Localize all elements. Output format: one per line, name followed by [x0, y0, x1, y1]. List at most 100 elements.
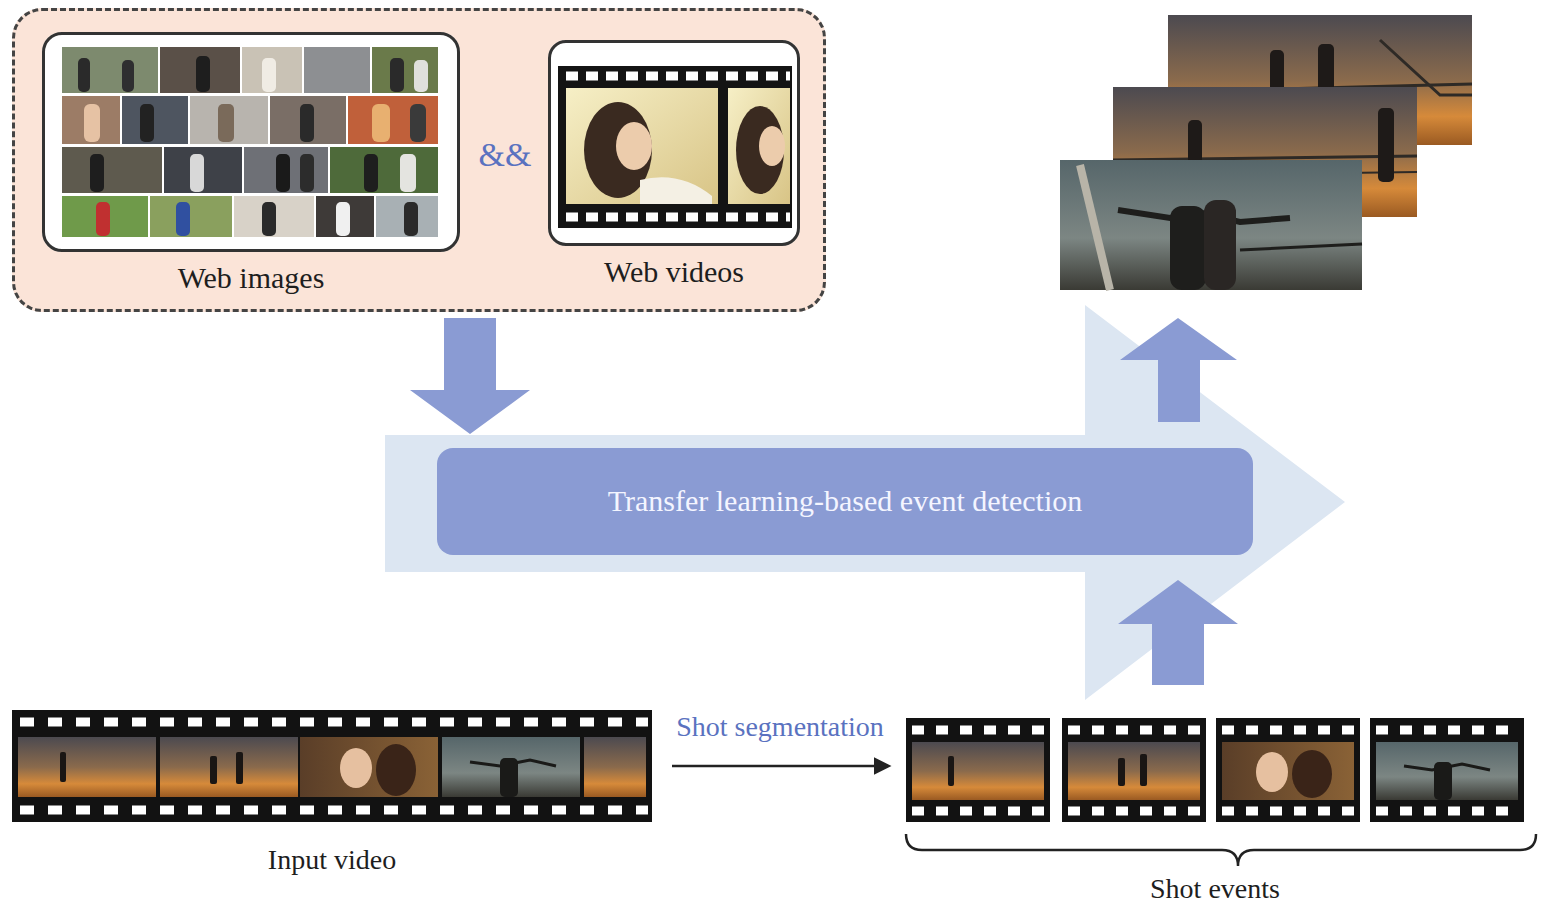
block-arrow	[1118, 580, 1238, 685]
film-frame	[584, 737, 646, 797]
person-figure	[218, 104, 234, 142]
person-figure	[336, 202, 350, 236]
photo-tile	[372, 47, 438, 93]
film-frame	[728, 88, 790, 204]
filmstrip-area: Shot events	[906, 718, 1524, 822]
person-figure	[90, 154, 104, 192]
photo-tile	[330, 147, 438, 193]
photo-tile	[62, 196, 148, 237]
sprocket-holes	[20, 806, 648, 815]
box-ground	[548, 40, 800, 246]
sprocket-holes	[1376, 726, 1520, 735]
image-set-box: Web images	[42, 32, 460, 252]
photo-tile	[242, 47, 302, 93]
photo-tile	[234, 196, 314, 237]
face-shape	[340, 748, 372, 788]
hair-shape	[736, 106, 784, 194]
person-figure	[1170, 206, 1206, 290]
film-frame	[442, 737, 580, 797]
hair-shape	[376, 744, 416, 796]
photo-tile	[160, 47, 240, 93]
face-shape	[616, 122, 652, 170]
process-box: Transfer learning-based event detection	[437, 448, 1253, 555]
film-frame	[160, 737, 298, 797]
ship-rigging	[1380, 40, 1472, 95]
photo-tile	[62, 147, 162, 193]
filmstrip-area: Input video	[12, 710, 652, 822]
video-set-box: Web videos	[548, 40, 800, 246]
person-figure	[1204, 200, 1236, 290]
block-arrow	[410, 318, 530, 434]
sprocket-holes	[1068, 807, 1204, 816]
photo-tile	[164, 147, 242, 193]
film-base	[12, 710, 652, 822]
edge-label: Shot segmentation	[670, 708, 890, 746]
sprocket-holes	[566, 213, 790, 222]
person-figure	[84, 104, 100, 142]
film-frame	[18, 737, 156, 797]
photo-tile	[62, 47, 158, 93]
film-frame	[1068, 742, 1200, 800]
person-figure	[96, 202, 110, 236]
person-figure	[262, 58, 276, 92]
person-figure	[236, 752, 243, 784]
film-base	[906, 718, 1050, 822]
group-panel: &&Web imagesWeb videos	[12, 8, 826, 312]
ship-bow	[1080, 165, 1110, 290]
person-figure	[190, 154, 204, 192]
person-figure	[300, 154, 314, 192]
strip-caption: Shot events	[906, 874, 1524, 905]
film-base	[1216, 718, 1360, 822]
and-sign: &&	[461, 135, 549, 174]
film-base	[558, 66, 792, 228]
box-ground	[42, 32, 460, 252]
film-frame	[1222, 742, 1354, 800]
sprocket-holes	[912, 726, 1048, 735]
face-shape	[1256, 752, 1288, 792]
video-filmstrip	[558, 66, 792, 228]
box-caption: Web images	[45, 261, 457, 296]
sprocket-holes	[1222, 807, 1358, 816]
ship-rail	[1113, 156, 1417, 160]
sprocket-holes	[1222, 726, 1358, 735]
person-figure	[262, 202, 276, 236]
ship-rail	[1240, 244, 1362, 250]
photo-tile	[316, 196, 374, 237]
person-figure	[948, 756, 954, 786]
photo-tile	[376, 196, 438, 237]
person-figure	[140, 104, 154, 142]
photo-tile	[150, 196, 232, 237]
process-band	[385, 305, 1345, 700]
person-figure	[1140, 754, 1147, 786]
shot-filmstrips	[906, 718, 1524, 822]
grouping-brace	[906, 834, 1536, 866]
photo-tile	[270, 96, 346, 144]
event-frame	[1060, 160, 1362, 290]
person-figure	[1434, 762, 1452, 800]
sprocket-holes	[566, 72, 790, 81]
person-figure	[372, 104, 390, 142]
film-frame	[912, 742, 1044, 800]
person-figure	[1378, 108, 1394, 182]
strip-caption: Input video	[12, 844, 652, 876]
photo-tile	[304, 47, 370, 93]
person-figure	[390, 58, 404, 92]
film-frame	[300, 737, 438, 797]
event-frames	[1060, 15, 1472, 290]
person-figure	[276, 154, 290, 192]
output-arrow	[1120, 318, 1237, 422]
person-figure	[176, 202, 190, 236]
person-figure	[410, 104, 426, 142]
person-figure	[404, 202, 418, 236]
hair-shape	[1292, 750, 1332, 798]
film-base	[1370, 718, 1524, 822]
photo-tile	[244, 147, 328, 193]
process-label: Transfer learning-based event detection	[608, 484, 1083, 519]
person-figure	[500, 758, 518, 797]
person-figure	[414, 60, 428, 92]
sprocket-holes	[20, 718, 648, 727]
film-frame	[566, 88, 718, 204]
film-frame	[1376, 742, 1518, 800]
shirt-shape	[640, 177, 712, 204]
person-figure	[300, 104, 314, 142]
